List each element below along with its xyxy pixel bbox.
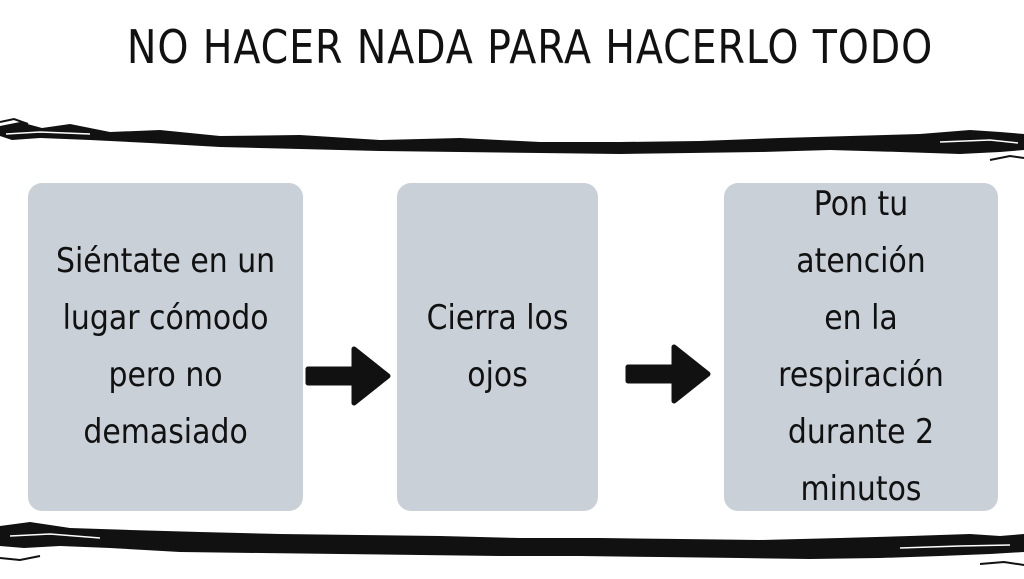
page-title: NO HACER NADA PARA HACERLO TODO: [126, 20, 934, 74]
arrow-right-icon: [305, 346, 391, 406]
step-box-2: Cierra los ojos: [397, 183, 598, 511]
step-box-3: Pon tu atención en la respiración durant…: [724, 183, 998, 511]
step-2-text: Cierra los ojos: [426, 298, 569, 395]
brush-stroke-divider-bottom: [0, 522, 1024, 566]
brush-stroke-divider-top: [0, 117, 1024, 161]
step-1-text: Siéntate en un lugar cómodo pero no dema…: [55, 241, 276, 452]
arrow-right-icon: [625, 344, 711, 404]
step-box-1: Siéntate en un lugar cómodo pero no dema…: [28, 183, 303, 511]
step-3-text: Pon tu atención en la respiración durant…: [778, 184, 944, 509]
